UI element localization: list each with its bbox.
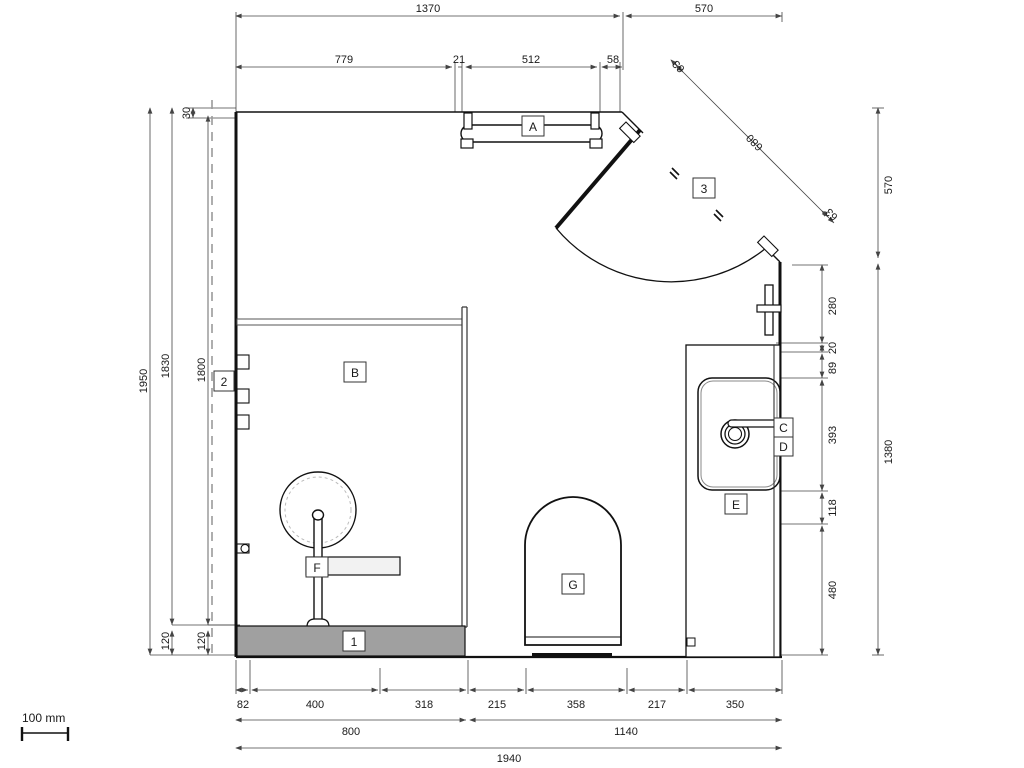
dim-right-280: 280 bbox=[827, 297, 839, 315]
fixture-f-shower-column bbox=[279, 471, 401, 628]
dim-right-570: 570 bbox=[883, 176, 895, 194]
dim-left-1800: 1800 bbox=[196, 358, 208, 382]
dim-bot-350: 350 bbox=[726, 699, 744, 711]
tag-2 bbox=[213, 370, 235, 392]
dim-left-1950: 1950 bbox=[138, 369, 150, 393]
dim-top-21: 21 bbox=[453, 54, 465, 66]
dim-bot-400: 400 bbox=[306, 699, 324, 711]
dim-bot-358: 358 bbox=[567, 699, 585, 711]
tag-label-b: B bbox=[351, 366, 359, 380]
dim-bot-215: 215 bbox=[488, 699, 506, 711]
dim-top-58: 58 bbox=[607, 54, 619, 66]
tag-E bbox=[724, 493, 748, 515]
fixture-riser-rail bbox=[756, 284, 782, 336]
tag-label-2: 2 bbox=[221, 375, 228, 389]
tag-D bbox=[773, 436, 794, 457]
dim-bot-1940: 1940 bbox=[497, 753, 521, 765]
dim-bot-1140: 1140 bbox=[614, 726, 638, 738]
tag-label-d: D bbox=[779, 440, 788, 454]
dim-right-393: 393 bbox=[827, 426, 839, 444]
dimension-lines bbox=[147, 12, 884, 751]
dim-right-89: 89 bbox=[827, 362, 839, 374]
tag-3 bbox=[692, 177, 716, 199]
tag-label-g: G bbox=[568, 578, 577, 592]
dim-right-20: 20 bbox=[827, 342, 839, 354]
equal-marks bbox=[669, 167, 724, 222]
dim-diagonal-start-63: 63 bbox=[670, 58, 687, 75]
dim-right-118: 118 bbox=[827, 499, 839, 517]
dim-left-120-b: 120 bbox=[196, 632, 208, 650]
dim-right-480: 480 bbox=[827, 581, 839, 599]
dim-diagonal-end-63: 63 bbox=[823, 206, 840, 223]
dim-right-1380: 1380 bbox=[883, 440, 895, 464]
dim-bot-318: 318 bbox=[415, 699, 433, 711]
dim-diagonal-680: 680 bbox=[744, 131, 765, 152]
tag-F bbox=[305, 556, 329, 578]
dim-top-512: 512 bbox=[522, 54, 540, 66]
dim-left-30: 30 bbox=[181, 107, 193, 119]
dim-bot-800: 800 bbox=[342, 726, 360, 738]
dim-top-570: 570 bbox=[695, 3, 713, 15]
fixture-g-toilet bbox=[524, 496, 622, 658]
fixture-b-partition bbox=[236, 306, 468, 628]
scale-bar-label: 100 mm bbox=[22, 711, 65, 725]
tag-boxes bbox=[213, 115, 794, 652]
tag-label-e: E bbox=[732, 498, 740, 512]
tag-label-c: C bbox=[779, 421, 788, 435]
scale-bar bbox=[20, 727, 70, 741]
dim-bot-217: 217 bbox=[648, 699, 666, 711]
tag-A bbox=[521, 115, 545, 137]
dim-top-1370: 1370 bbox=[416, 3, 440, 15]
tag-label-f: F bbox=[313, 561, 320, 575]
dim-left-120-a: 120 bbox=[160, 632, 172, 650]
dim-left-1830: 1830 bbox=[160, 354, 172, 378]
door-hinge-blocks bbox=[618, 121, 779, 258]
tag-B bbox=[343, 361, 367, 383]
dim-bot-82: 82 bbox=[237, 699, 249, 711]
tag-label-3: 3 bbox=[701, 182, 708, 196]
tag-G bbox=[561, 573, 585, 595]
tag-label-1: 1 bbox=[351, 635, 358, 649]
tag-1 bbox=[342, 630, 366, 652]
tag-label-a: A bbox=[529, 120, 537, 134]
dim-top-779: 779 bbox=[335, 54, 353, 66]
